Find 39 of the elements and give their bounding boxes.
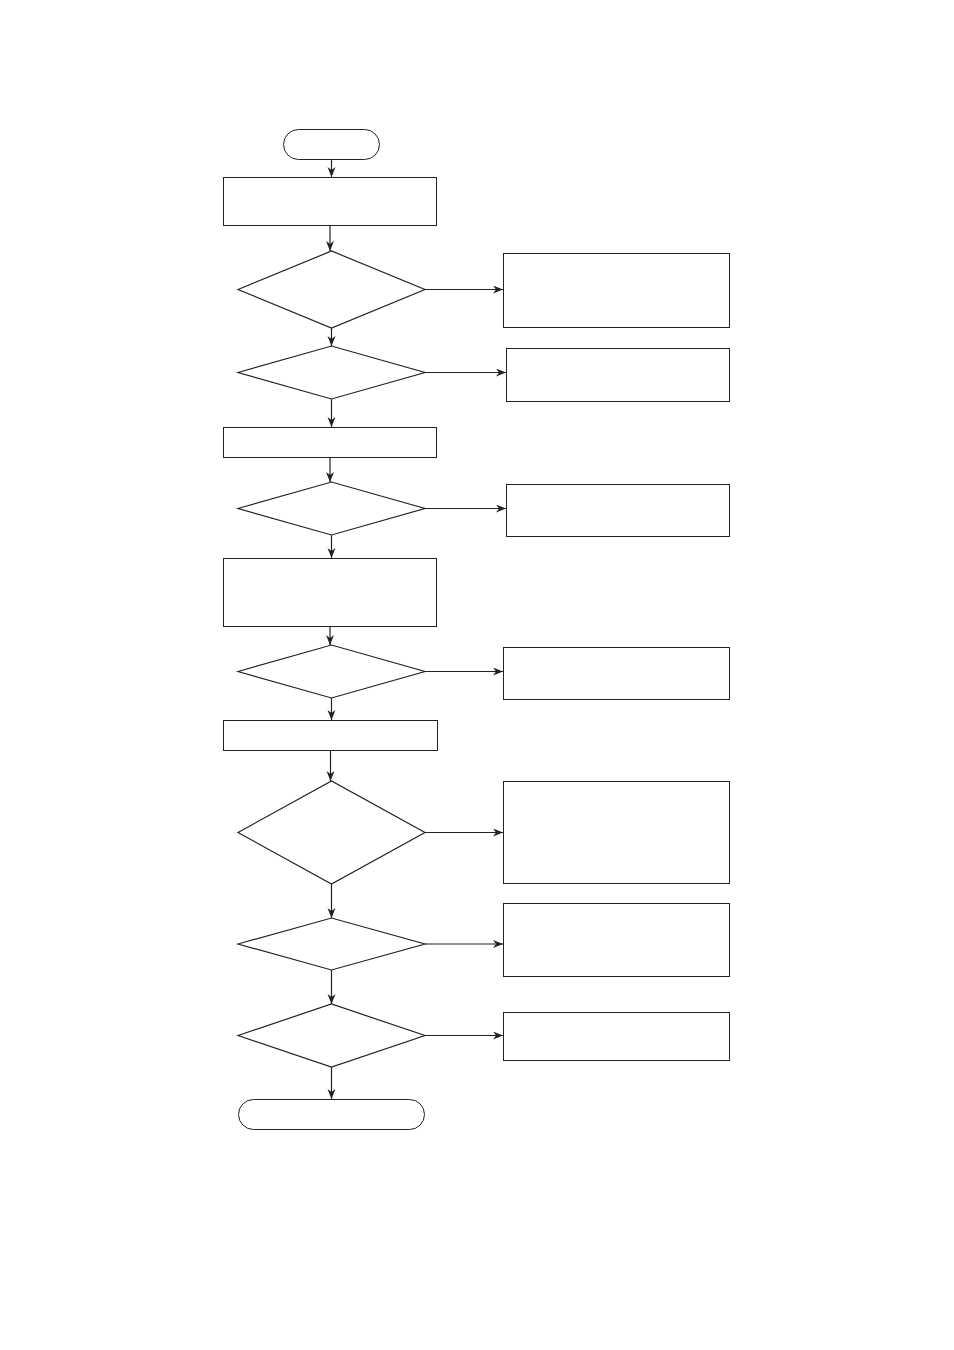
decision-diamond [238, 346, 425, 399]
arrow [424, 940, 504, 948]
arrow [424, 285, 504, 294]
process-box [223, 720, 438, 751]
terminal-shape [238, 1099, 425, 1130]
process-box [503, 647, 730, 700]
arrow [327, 697, 336, 721]
arrow [327, 969, 336, 1005]
arrow [326, 225, 334, 252]
process-box [503, 253, 730, 328]
process-box [503, 781, 730, 884]
decision-diamond [238, 645, 425, 698]
decision-diamond [238, 918, 425, 970]
decision-diamond [238, 781, 425, 884]
process-box [503, 1012, 730, 1061]
process-box [503, 903, 730, 977]
process-box [223, 427, 437, 458]
arrow [327, 1066, 336, 1100]
decision-diamond [238, 1004, 425, 1067]
arrow [327, 883, 336, 919]
arrow [327, 398, 336, 428]
arrow [327, 327, 336, 347]
decision-diamond [238, 482, 425, 535]
arrow [424, 504, 507, 513]
arrow [424, 667, 504, 676]
terminal-shape [283, 129, 380, 160]
arrow [424, 1031, 504, 1040]
arrow [326, 750, 335, 782]
decision-diamond [238, 251, 425, 328]
arrow [424, 828, 504, 837]
arrow [424, 368, 507, 377]
process-box [506, 348, 730, 402]
arrow [327, 159, 336, 178]
process-box [506, 484, 730, 537]
process-box [223, 177, 437, 226]
arrow [326, 626, 334, 646]
arrow [327, 534, 336, 559]
process-box [223, 558, 437, 627]
arrow [326, 457, 334, 483]
